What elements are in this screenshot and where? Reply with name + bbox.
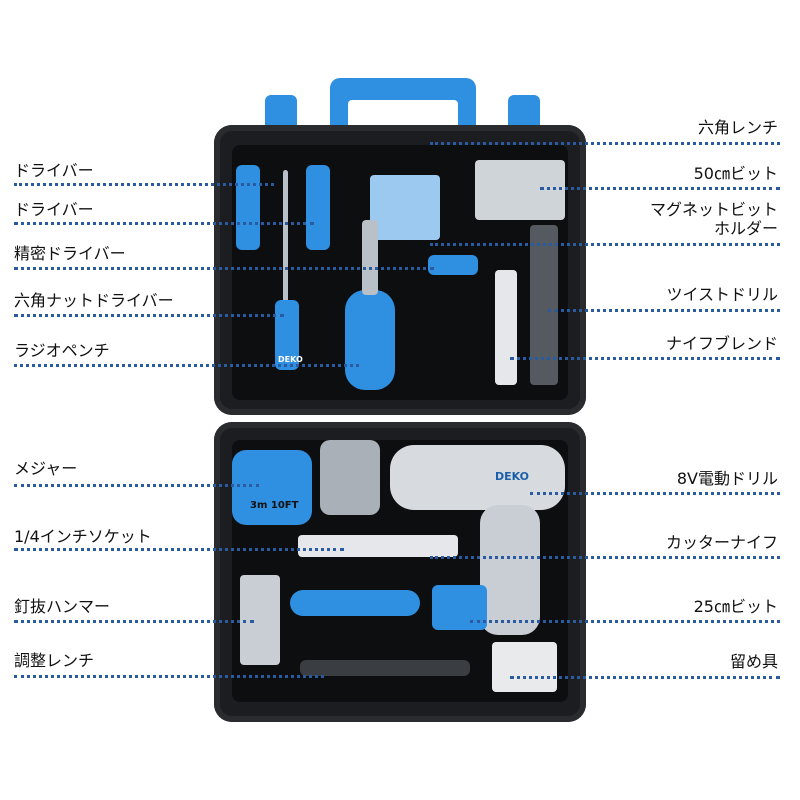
leader-line [430, 142, 780, 145]
nut-driver [275, 300, 299, 370]
label-magnetic-bit-holder-2: ホルダー [713, 219, 778, 238]
drill-brand: DEKO [495, 470, 530, 483]
knife-blades [495, 270, 517, 385]
leader-line [14, 314, 284, 317]
bit-rack [475, 160, 565, 220]
label-adjustable-wrench: 調整レンチ [14, 651, 95, 670]
fasteners [492, 642, 557, 692]
tape-measure [232, 450, 312, 525]
label-cutter-knife: カッターナイフ [665, 533, 778, 552]
tape-measure-text: 3m 10FT [250, 500, 299, 511]
pliers [345, 290, 395, 390]
label-nut-driver: 六角ナットドライバー [14, 291, 174, 310]
adjustable-wrench [300, 660, 470, 676]
label-socket: 1/4インチソケット [14, 527, 152, 546]
label-fasteners: 留め具 [729, 652, 778, 671]
leader-line [510, 357, 780, 360]
drill-grip [480, 505, 540, 635]
label-50cm-bit: 50㎝ビット [693, 164, 778, 183]
hex-wrench-set [370, 175, 440, 240]
leader-line [430, 556, 780, 559]
socket-set [320, 440, 380, 515]
label-screwdriver-2: ドライバー [14, 200, 94, 219]
claw-hammer [290, 590, 420, 616]
leader-line [14, 267, 434, 270]
leader-line [14, 364, 359, 367]
utility-knife [298, 535, 458, 557]
leader-line [510, 676, 780, 679]
label-hex-wrench: 六角レンチ [697, 118, 778, 137]
screwdriver-shaft [283, 170, 288, 310]
cordless-drill [390, 445, 565, 510]
label-hammer: 釘抜ハンマー [14, 597, 111, 616]
leader-line [540, 187, 780, 190]
leader-line [470, 620, 780, 623]
pliers-jaw [362, 220, 378, 295]
leader-line [14, 183, 274, 186]
label-electric-drill: 8V電動ドリル [676, 469, 778, 488]
bit-set [432, 585, 487, 630]
label-screwdriver-1: ドライバー [14, 161, 94, 180]
leader-line [14, 620, 254, 623]
label-pliers: ラジオペンチ [14, 341, 110, 360]
leader-line [14, 222, 314, 225]
label-twist-drill: ツイストドリル [666, 285, 778, 304]
leader-line [530, 492, 780, 495]
leader-line [430, 243, 780, 246]
screwdriver-2 [306, 165, 330, 250]
label-tape-measure: メジャー [14, 459, 78, 478]
label-magnetic-bit-holder-1: マグネットビット [649, 200, 778, 219]
leader-line [14, 484, 259, 487]
case-brand: DEKO [278, 355, 303, 364]
screwdriver-1 [236, 165, 260, 250]
leader-line [14, 548, 344, 551]
leader-line [548, 309, 780, 312]
label-25cm-bit: 25㎝ビット [693, 597, 778, 616]
label-knife-blade: ナイフブレンド [665, 334, 778, 353]
leader-line [14, 675, 324, 678]
precision-drivers [428, 255, 478, 275]
twist-drills [530, 225, 558, 385]
label-precision-screwdriver: 精密ドライバー [14, 244, 126, 263]
